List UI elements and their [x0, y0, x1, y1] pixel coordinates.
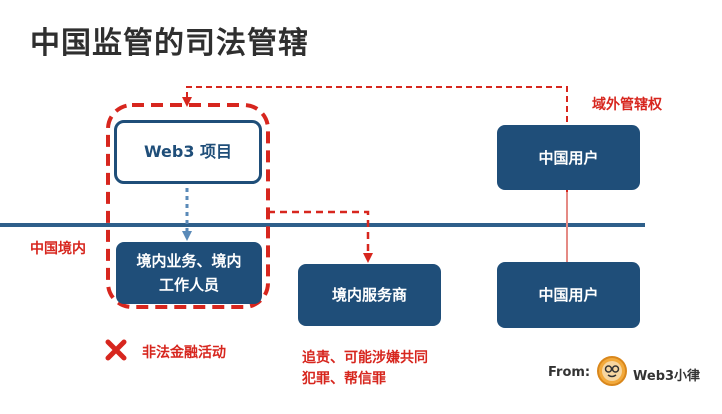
- user-abroad-box: 中国用户: [497, 125, 640, 190]
- service-provider-box: 境内服务商: [298, 264, 441, 326]
- face-icon: [602, 361, 622, 381]
- illegal-activity-label: 非法金融活动: [142, 345, 226, 361]
- scope-to-provider-arrow: [268, 210, 373, 263]
- domestic-business-label: 境内业务、境内工作人员: [136, 252, 242, 294]
- avatar-icon: [597, 356, 627, 386]
- page-title: 中国监管的司法管辖: [30, 26, 309, 61]
- extraterritorial-label: 域外管辖权: [592, 97, 662, 113]
- from-label: From:: [548, 365, 591, 380]
- domestic-business-box: 境内业务、境内工作人员: [116, 242, 262, 304]
- domestic-label: 中国境内: [30, 241, 86, 257]
- web3-project-box: Web3 项目: [114, 120, 262, 184]
- liability-label: 追责、可能涉嫌共同犯罪、帮信罪: [302, 350, 428, 387]
- brand-label: Web3小律: [633, 369, 701, 384]
- user-domestic-box: 中国用户: [497, 262, 640, 328]
- cross-icon: [105, 339, 127, 361]
